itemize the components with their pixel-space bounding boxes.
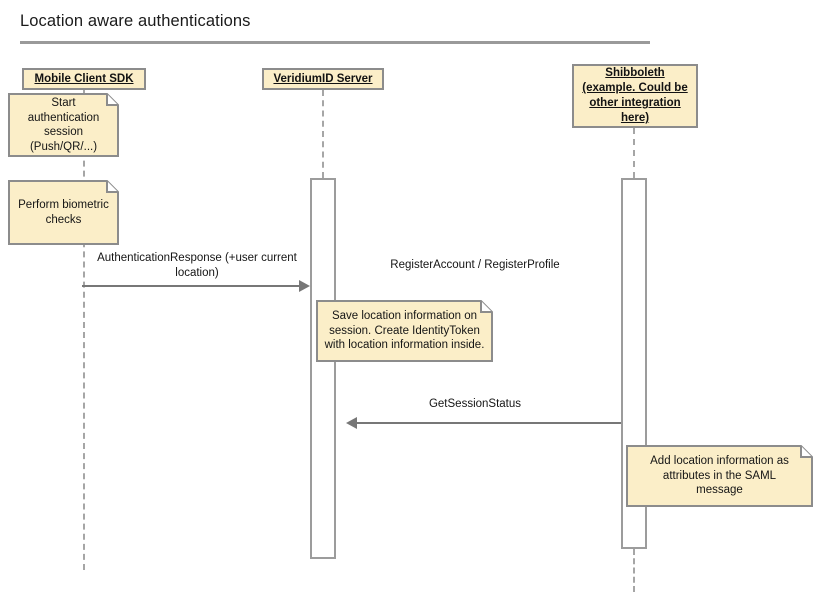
participant-mobile-client-sdk[interactable]: Mobile Client SDK — [22, 68, 146, 90]
note-text-perform-biometric-checks: Perform biometric checks — [18, 199, 109, 226]
message-line-authentication-response — [82, 285, 301, 287]
message-label-authentication-response: AuthenticationResponse (+user current lo… — [97, 252, 297, 279]
note-perform-biometric-checks: Perform biometric checks — [8, 180, 119, 245]
page-title: Location aware authentications — [20, 12, 251, 30]
participant-label-mobile-client-sdk: Mobile Client SDK — [34, 73, 134, 85]
note-start-authentication: Start authentication session (Push/QR/..… — [8, 93, 119, 157]
note-shape-icon — [8, 180, 119, 245]
lifeline-shibboleth-tail — [633, 549, 635, 592]
note-text-start-authentication: Start authentication session (Push/QR/..… — [27, 97, 100, 153]
participant-label-shibboleth: Shibboleth (example. Could be other inte… — [582, 66, 687, 126]
participant-shibboleth[interactable]: Shibboleth (example. Could be other inte… — [572, 64, 698, 128]
message-label-register-account-profile: RegisterAccount / RegisterProfile — [390, 259, 560, 271]
note-shape-icon — [626, 445, 813, 507]
participant-label-shibboleth-line-1: Shibboleth — [605, 67, 665, 79]
note-add-location-attributes: Add location information as attributes i… — [626, 445, 813, 507]
lifeline-mobile-client-sdk — [83, 90, 85, 570]
participant-label-shibboleth-line-4: here) — [620, 112, 650, 124]
participant-veridiumid-server[interactable]: VeridiumID Server — [262, 68, 384, 90]
activation-bar-veridiumid-server — [310, 178, 336, 559]
message-arrowhead-get-session-status — [346, 417, 357, 429]
message-arrowhead-authentication-response — [299, 280, 310, 292]
participant-label-shibboleth-line-2: (example. Could be — [582, 82, 688, 94]
message-label-get-session-status: GetSessionStatus — [428, 398, 522, 410]
title-divider — [20, 41, 650, 44]
participant-label-shibboleth-line-3: other integration — [589, 97, 681, 109]
lifeline-veridiumid-server — [322, 90, 324, 178]
note-shape-icon — [316, 300, 493, 362]
note-text-add-location-attributes: Add location information as attributes i… — [650, 455, 789, 497]
participant-label-veridiumid-server: VeridiumID Server — [273, 73, 373, 85]
note-shape-icon — [8, 93, 119, 157]
note-text-save-location-information: Save location information on session. Cr… — [324, 310, 485, 352]
lifeline-shibboleth — [633, 128, 635, 178]
note-save-location-information: Save location information on session. Cr… — [316, 300, 493, 362]
message-line-get-session-status — [357, 422, 621, 424]
